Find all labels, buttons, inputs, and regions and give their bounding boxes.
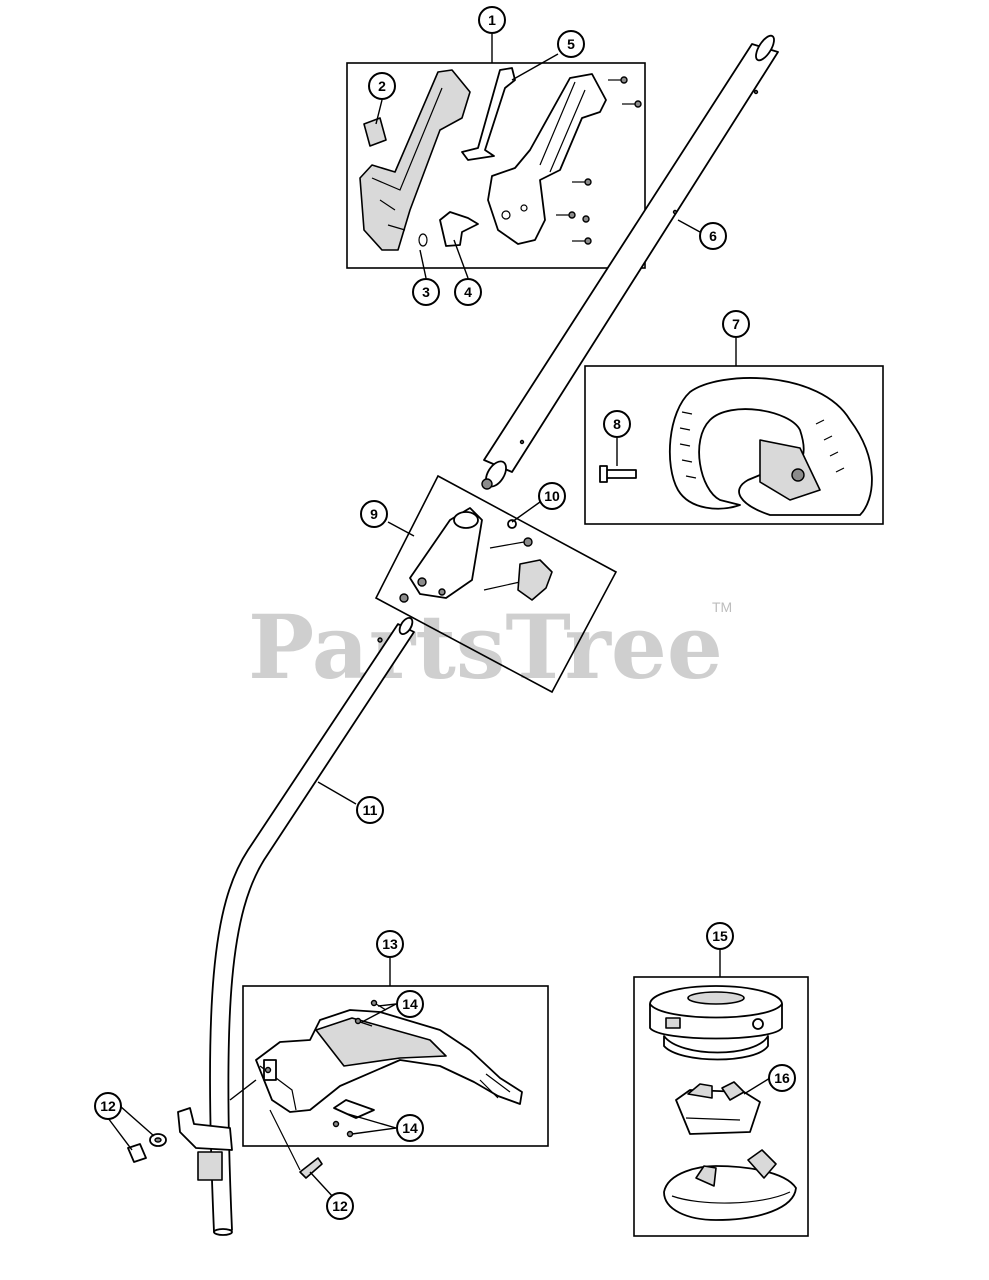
callout-7: 7 xyxy=(722,310,750,338)
callout-2: 2 xyxy=(368,72,396,100)
callout-14-upper: 14 xyxy=(396,990,424,1018)
callout-15: 15 xyxy=(706,922,734,950)
assembly-15-trimmer-head xyxy=(633,976,809,1237)
grass-guard xyxy=(255,1009,523,1113)
assembly-9-box xyxy=(374,474,618,694)
right-housing-half xyxy=(487,73,607,245)
spring xyxy=(418,233,428,247)
aux-handle-bolt xyxy=(605,469,637,479)
guard-bracket-sleeve xyxy=(197,1151,223,1181)
callout-label: 11 xyxy=(363,802,378,818)
callout-16: 16 xyxy=(768,1064,796,1092)
callout-label: 6 xyxy=(709,228,717,244)
callout-label: 12 xyxy=(332,1198,348,1214)
callout-3: 3 xyxy=(412,278,440,306)
callout-4: 4 xyxy=(454,278,482,306)
callout-11: 11 xyxy=(356,796,384,824)
aux-handle-loop xyxy=(668,377,873,516)
assembly-1-handle-housing xyxy=(346,62,646,269)
assembly-15-box xyxy=(633,976,809,1237)
watermark-trademark: TM xyxy=(712,599,732,615)
callout-label: 1 xyxy=(488,12,496,28)
callout-label: 2 xyxy=(378,78,386,94)
callout-label: 16 xyxy=(774,1070,790,1086)
upper-shaft xyxy=(481,34,779,490)
callout-label: 12 xyxy=(100,1098,116,1114)
callout-10: 10 xyxy=(538,482,566,510)
switch xyxy=(363,117,387,147)
callout-5: 5 xyxy=(557,30,585,58)
callout-13: 13 xyxy=(376,930,404,958)
callout-12-upper: 12 xyxy=(94,1092,122,1120)
callout-6: 6 xyxy=(699,222,727,250)
callout-label: 9 xyxy=(370,506,378,522)
assembly-13-guard xyxy=(242,985,549,1171)
callout-label: 8 xyxy=(613,416,621,432)
trigger xyxy=(439,211,479,247)
aux-handle-clamp xyxy=(759,439,821,501)
callout-label: 13 xyxy=(382,936,398,952)
spool-housing xyxy=(663,1165,797,1221)
callout-8: 8 xyxy=(603,410,631,438)
callout-label: 15 xyxy=(712,928,728,944)
watermark-text: PartsTree xyxy=(248,595,723,699)
assembly-13-box xyxy=(242,985,549,1147)
callout-label: 10 xyxy=(544,488,560,504)
coupler-knob xyxy=(517,559,553,601)
lower-shaft-tube xyxy=(209,623,415,1233)
spool xyxy=(663,1035,769,1061)
spool-insert xyxy=(675,1089,761,1135)
assembly-7-aux-handle xyxy=(584,365,884,525)
callout-label: 14 xyxy=(402,1120,418,1136)
coupler-body xyxy=(409,507,483,599)
callout-label: 14 xyxy=(402,996,418,1012)
guard-screw xyxy=(299,1157,323,1179)
assembly-9-coupler xyxy=(374,474,618,694)
callout-label: 5 xyxy=(567,36,575,52)
bracket-bolt xyxy=(127,1143,147,1163)
screws xyxy=(556,76,642,245)
callout-label: 3 xyxy=(422,284,430,300)
assembly-1-box xyxy=(346,62,646,269)
callout-14-lower: 14 xyxy=(396,1114,424,1142)
lock-off-lever xyxy=(461,67,516,161)
callout-label: 4 xyxy=(464,284,472,300)
guard-bracket xyxy=(127,1107,323,1181)
callout-12-lower: 12 xyxy=(326,1192,354,1220)
callout-1: 1 xyxy=(478,6,506,34)
guard-bracket-clamp xyxy=(177,1107,233,1151)
callout-label: 7 xyxy=(732,316,740,332)
lower-shaft xyxy=(209,617,415,1236)
nut xyxy=(507,519,517,529)
callout-9: 9 xyxy=(360,500,388,528)
leader-lines xyxy=(107,34,771,1199)
watermark: PartsTree TM xyxy=(248,595,732,699)
assembly-7-box xyxy=(584,365,884,525)
